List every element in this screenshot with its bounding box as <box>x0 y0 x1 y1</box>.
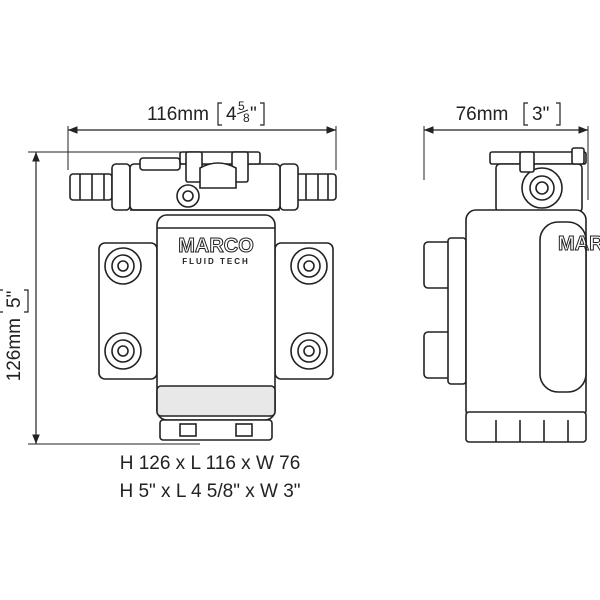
side-width-imperial-label: 3" <box>523 102 561 126</box>
side-view: MARCO <box>423 126 600 443</box>
front-width-imperial-label: 4 5 8 " <box>217 99 265 126</box>
side-bracket-rail <box>447 237 467 385</box>
svg-text:5": 5" <box>4 291 25 308</box>
svg-text:126mm: 126mm <box>4 318 25 381</box>
pump-head <box>129 151 281 211</box>
height-dimension <box>28 151 200 445</box>
right-hose-barb <box>279 163 337 211</box>
metric-dimensions-caption: H 126 x L 116 x W 76 <box>119 453 301 474</box>
svg-text:8: 8 <box>243 111 250 125</box>
svg-text:3": 3" <box>532 104 549 125</box>
mounting-grommet <box>104 247 328 370</box>
front-width-dimension <box>67 126 337 170</box>
side-width-dimension <box>423 126 589 200</box>
side-motor-body <box>465 209 587 443</box>
brand-logo-front: MARCO <box>178 235 254 257</box>
side-width-metric-label: 76mm <box>456 104 509 125</box>
height-label: 126mm 5" <box>0 289 29 381</box>
front-width-metric-label: 116mm <box>147 104 209 125</box>
brand-tagline-front: FLUID TECH <box>182 257 250 266</box>
svg-text:5: 5 <box>238 99 245 113</box>
brand-logo-side: MARCO <box>558 233 600 255</box>
front-view: MARCO FLUID TECH <box>67 126 337 441</box>
side-pump-head <box>489 147 587 213</box>
svg-text:": " <box>250 104 257 125</box>
svg-text:4: 4 <box>226 104 237 125</box>
motor-body <box>156 214 276 441</box>
left-hose-barb <box>69 163 131 211</box>
imperial-dimensions-caption: H 5" x L 4 5/8" x W 3" <box>119 481 301 502</box>
